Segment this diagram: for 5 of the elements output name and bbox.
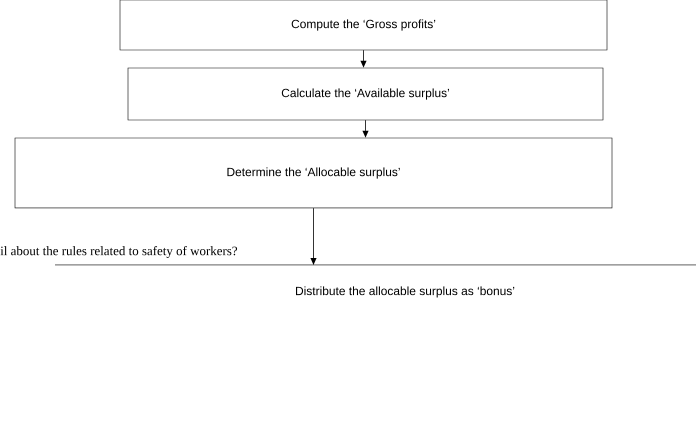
process-box: Distribute the allocable surplus as ‘bonus’ [54,264,696,298]
stray-text: il about the rules related to safety of workers? [0,246,238,258]
process-box: Determine the ‘Allocable surplus’ [14,138,612,208]
process-box: Calculate the ‘Available surplus’ [128,68,604,120]
process-box: Compute the ‘Gross profits’ [120,0,608,50]
